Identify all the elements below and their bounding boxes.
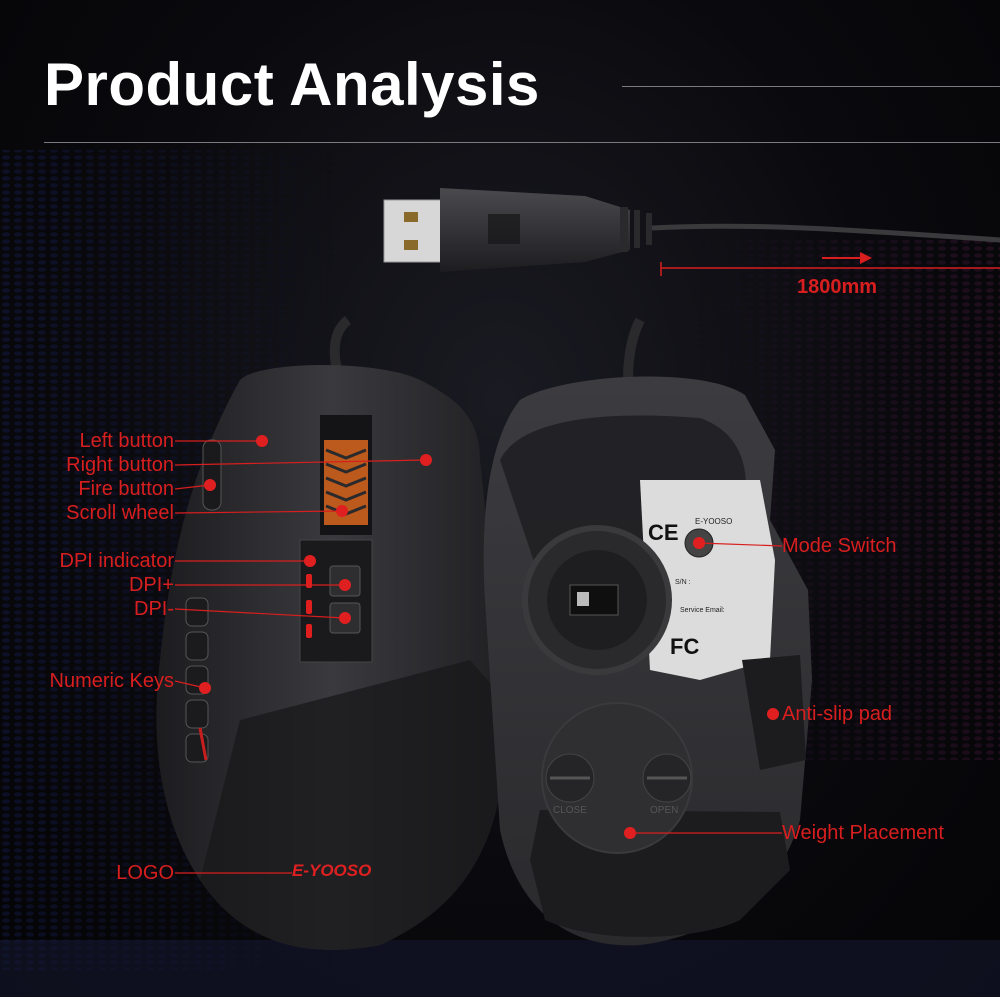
label-anti-slip-pad: Anti-slip pad (782, 703, 893, 725)
mouse-top-view (156, 365, 506, 950)
cable-length-label: 1800mm (797, 276, 878, 298)
label-mode-switch: Mode Switch (782, 535, 897, 557)
title-rule-right (622, 86, 1000, 87)
label-numeric-keys: Numeric Keys (49, 670, 174, 692)
label-logo: LOGO (116, 862, 174, 884)
label-dpi-plus: DPI+ (128, 574, 174, 596)
label-weight-placement: Weight Placement (782, 822, 944, 844)
mouse-logo-text: E-YOOSO (292, 861, 371, 880)
label-dpi-indicator: DPI indicator (59, 550, 175, 572)
usb-plug (383, 188, 1000, 272)
underside-brand: E-YOOSO (695, 517, 732, 526)
callout-lines (174, 440, 783, 874)
title-rule-bottom (44, 142, 1000, 143)
label-left-button: Left button (79, 430, 174, 452)
target-markers (199, 435, 779, 839)
page-title: Product Analysis (44, 51, 540, 118)
label-dpi-minus: DPI- (134, 598, 174, 620)
label-scroll-wheel: Scroll wheel (66, 502, 174, 524)
ce-mark: CE (648, 520, 679, 545)
service-email-label: Service Email: (680, 607, 725, 614)
open-label: OPEN (650, 805, 678, 816)
cable-length-marker (660, 252, 1000, 276)
sn-label: S/N : (675, 579, 691, 586)
mouse-underside-view (483, 376, 812, 946)
label-fire-button: Fire button (78, 478, 174, 500)
close-label: CLOSE (553, 805, 587, 816)
label-right-button: Right button (66, 454, 174, 476)
fc-mark: FC (670, 634, 699, 659)
